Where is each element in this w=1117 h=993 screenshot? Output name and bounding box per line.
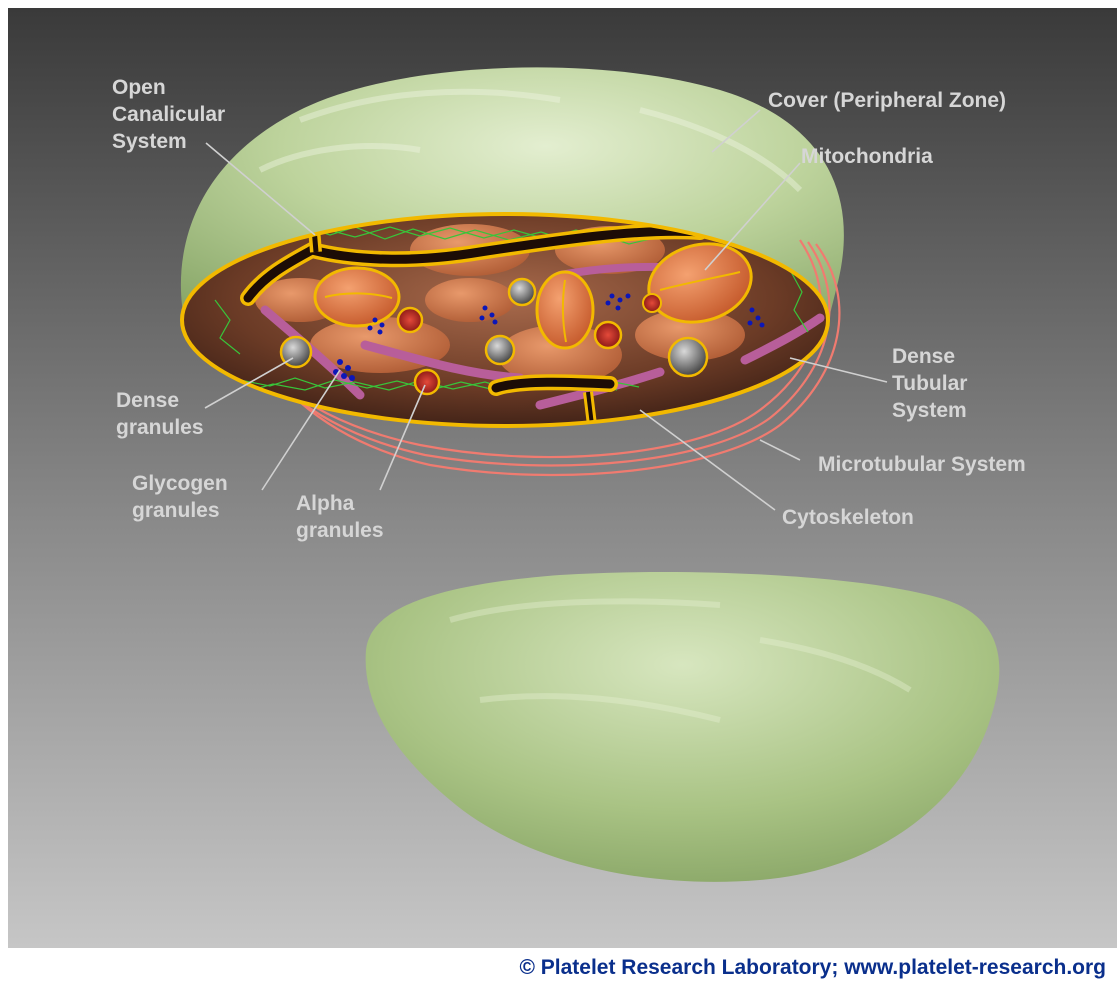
copyright-notice: © Platelet Research Laboratory; www.plat… xyxy=(519,956,1106,979)
label-microtubular-system: Microtubular System xyxy=(818,453,1026,476)
label-mitochondria: Mitochondria xyxy=(801,145,933,168)
label-cytoskeleton: Cytoskeleton xyxy=(782,506,914,529)
label-cover-peripheral-zone: Cover (Peripheral Zone) xyxy=(768,89,1006,112)
